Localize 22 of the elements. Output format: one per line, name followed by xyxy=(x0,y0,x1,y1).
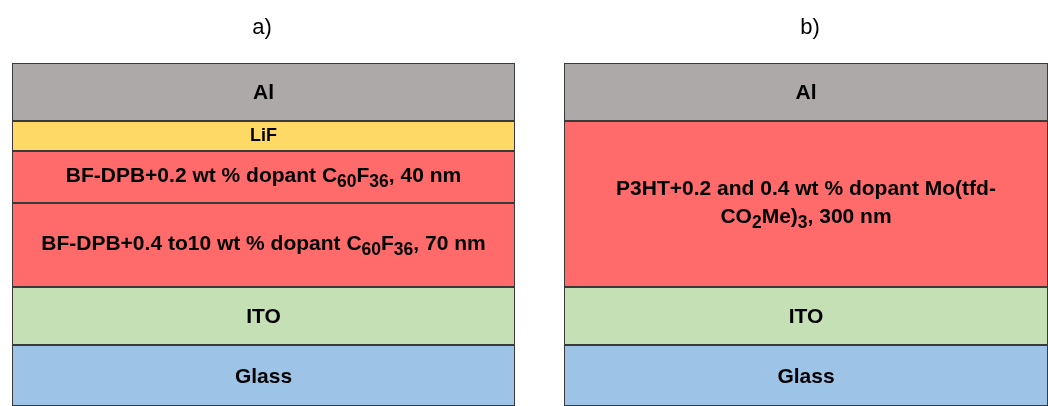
doped-layer xyxy=(12,203,515,287)
electrode-layer xyxy=(564,287,1048,345)
substrate-layer xyxy=(12,345,515,406)
layer-label: BF-DPB+0.4 to10 wt % dopant C$_{60}$F$_{36}$, 70 nm xyxy=(41,230,486,261)
panel-label: a) xyxy=(252,14,272,40)
layer-label: P3HT+0.2 and 0.4 wt % dopant Mo(tfd-CO$_{2}$Me)$_{3}$, 300 nm xyxy=(615,175,997,234)
doped-layer xyxy=(564,121,1048,287)
layer-label: LiF xyxy=(250,124,277,148)
layer-label: ITO xyxy=(246,303,281,330)
substrate-layer xyxy=(564,345,1048,406)
metal-layer xyxy=(564,63,1048,121)
layer-label: BF-DPB+0.2 wt % dopant C$_{60}$F$_{36}$, 40 nm xyxy=(65,162,462,193)
metal-layer xyxy=(12,63,515,121)
layer-label: Glass xyxy=(234,362,293,389)
doped-layer xyxy=(12,151,515,203)
interlayer xyxy=(12,121,515,151)
layer-label: Glass xyxy=(777,362,835,389)
layer-label: Al xyxy=(253,79,274,106)
layer-label: ITO xyxy=(788,303,824,330)
panel-label: b) xyxy=(800,14,820,40)
electrode-layer xyxy=(12,287,515,345)
layer-label: Al xyxy=(795,79,817,106)
